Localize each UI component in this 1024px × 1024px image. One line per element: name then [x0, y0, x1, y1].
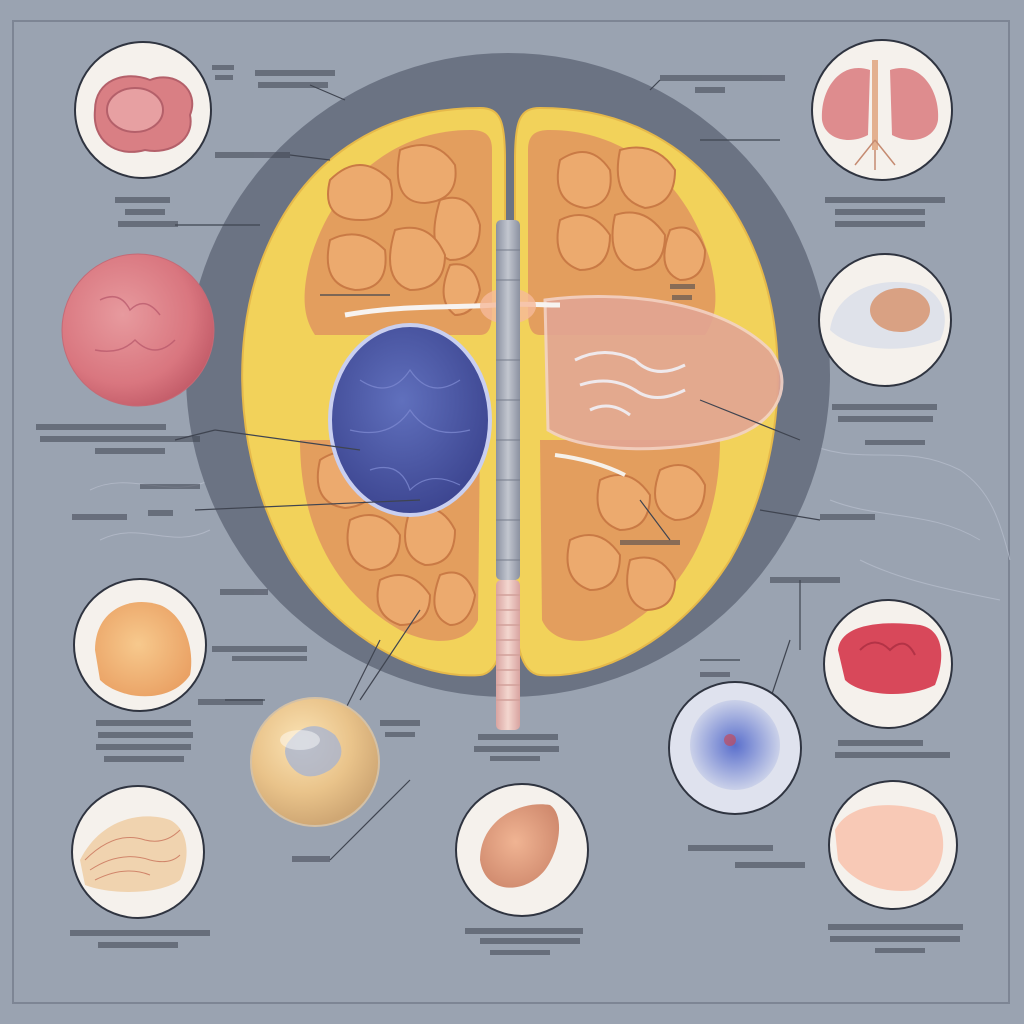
fiber-tissue-icon — [71, 785, 205, 919]
cell-cluster-icon — [668, 681, 802, 815]
glass-sphere-icon — [250, 697, 380, 827]
tissue-section-icon — [818, 253, 952, 387]
right-lobe — [514, 106, 784, 677]
organ-lump-icon — [74, 41, 212, 179]
skin-tissue-icon — [828, 780, 958, 910]
left-lobe-cells — [316, 144, 482, 627]
spine — [496, 220, 520, 730]
right-lobe-cells — [556, 146, 707, 612]
red-tissue-icon — [823, 599, 953, 729]
diagram-frame — [12, 20, 1010, 1004]
left-lobe — [241, 106, 506, 677]
lungs-icon — [811, 39, 953, 181]
fat-blob-icon — [73, 578, 207, 712]
tissue-sphere-icon — [61, 253, 215, 407]
label-marks — [36, 65, 963, 955]
blue-organ — [328, 323, 492, 517]
leader-lines — [174, 79, 821, 861]
teardrop-organ-icon — [455, 783, 589, 917]
